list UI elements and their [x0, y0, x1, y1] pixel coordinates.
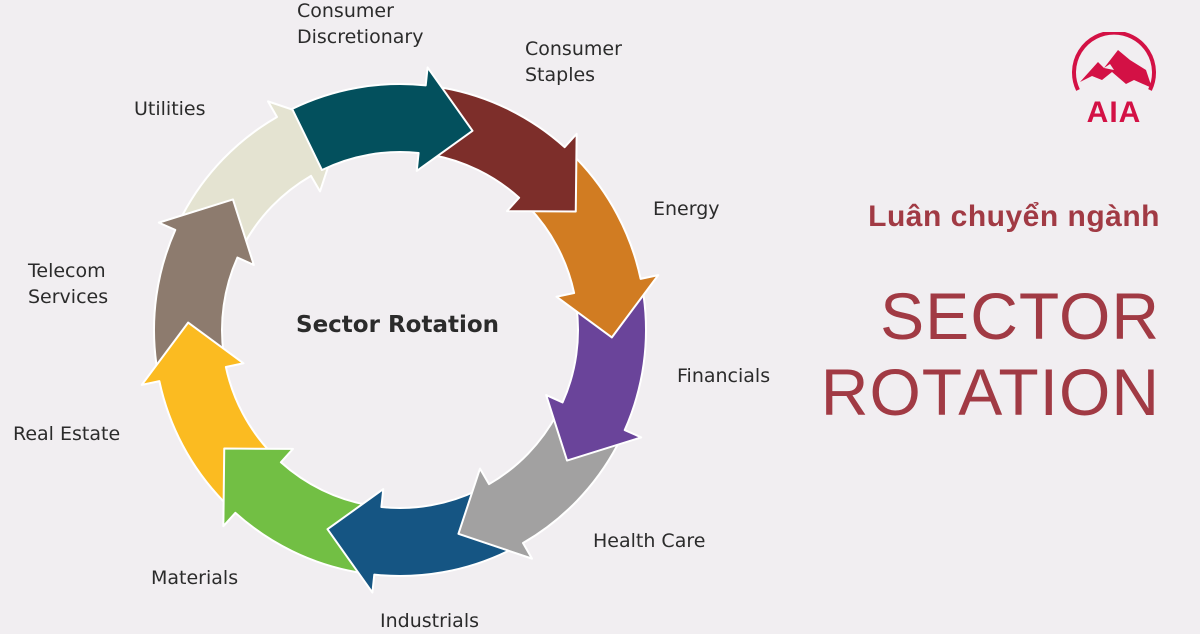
arrow-financials: [545, 294, 647, 462]
label-telecom-services: Telecom Services: [28, 260, 109, 308]
headline-line-1: SECTOR: [880, 279, 1160, 353]
label-materials: Materials: [151, 567, 239, 589]
arrow-telecom-services: [153, 198, 255, 366]
arrow-materials: [222, 447, 371, 574]
sector-rotation-cycle: [140, 66, 660, 594]
cycle-center-title: Sector Rotation: [296, 312, 500, 338]
label-utilities: Utilities: [134, 98, 206, 120]
label-financials: Financials: [677, 365, 771, 387]
label-energy: Energy: [653, 198, 720, 220]
logo-text: AIA: [1087, 96, 1142, 128]
arrow-consumer-discretionary: [291, 66, 474, 172]
label-health-care: Health Care: [593, 530, 706, 552]
arrow-consumer-staples: [429, 86, 578, 213]
arrow-industrials: [326, 488, 509, 594]
mountain-icon: [1080, 50, 1152, 88]
label-industrials: Industrials: [380, 610, 480, 632]
aia-logo: AIA: [1072, 32, 1156, 128]
headline-line-2: ROTATION: [820, 355, 1160, 429]
label-real-estate: Real Estate: [13, 423, 121, 445]
label-consumer-staples: Consumer Staples: [525, 38, 622, 86]
headline: SECTOR ROTATION: [821, 278, 1160, 430]
label-consumer-discretionary: Consumer Discretionary: [297, 0, 424, 48]
subtitle: Luân chuyển ngành: [868, 200, 1160, 233]
